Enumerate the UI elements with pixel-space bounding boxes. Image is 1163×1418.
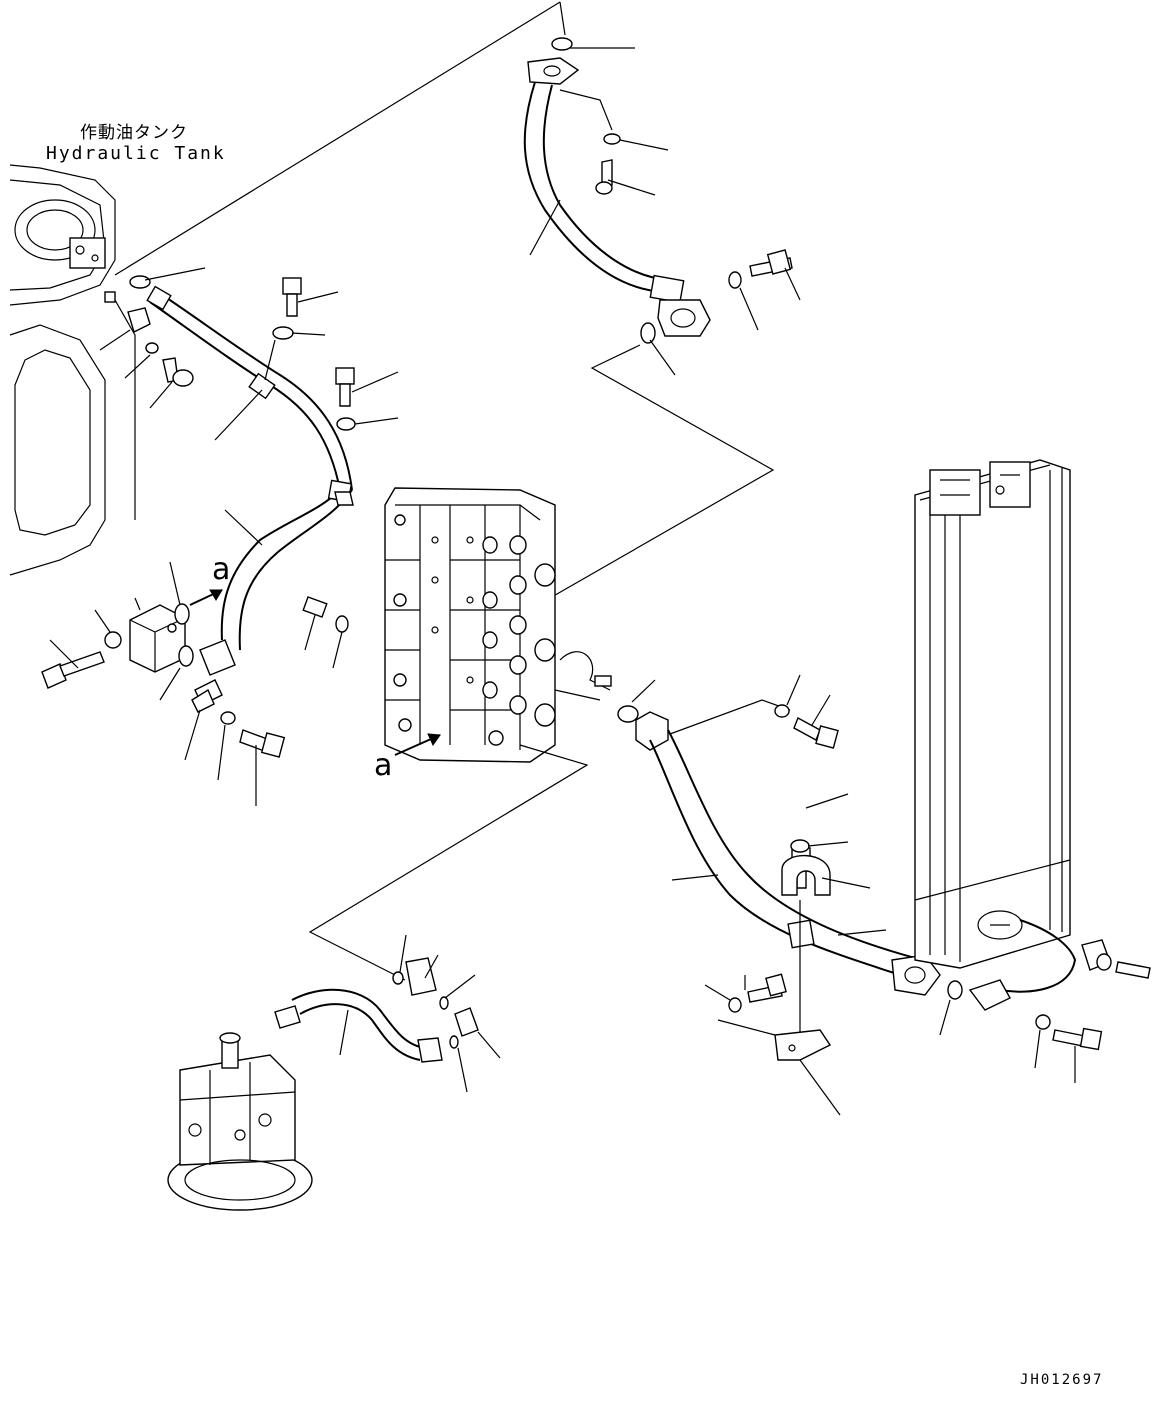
cooler-outlet-pipe — [968, 919, 1151, 1083]
hose-clamp-right — [781, 854, 871, 1040]
drawing-number: JH012697 — [1020, 1372, 1104, 1388]
leader-top-return — [559, 1, 566, 36]
view-marker-a-lower: a — [374, 748, 393, 783]
cooler-supply-hose — [617, 679, 963, 1036]
leader-tank — [114, 1, 561, 276]
left-block-assembly — [41, 561, 223, 701]
hydraulic-tank — [9, 164, 136, 576]
leader-top-to-valve — [549, 344, 775, 599]
leader-valve-to-swing — [308, 744, 589, 981]
swing-motor — [167, 1032, 313, 1211]
hydraulic-tank-label-jp: 作動油タンク — [80, 123, 188, 143]
bolt-group-left — [264, 277, 399, 506]
hydraulic-tank-label-en: Hydraulic Tank — [46, 143, 226, 164]
top-return-hose — [523, 37, 801, 376]
view-marker-a-upper: a — [212, 552, 231, 587]
bolt-group-bottom-left — [184, 688, 286, 806]
oil-cooler — [914, 459, 1071, 969]
swing-drain-hose — [274, 934, 501, 1093]
main-control-valve — [384, 487, 612, 763]
valve-fittings-left — [302, 596, 349, 669]
bracket-bottom-right — [704, 973, 841, 1116]
